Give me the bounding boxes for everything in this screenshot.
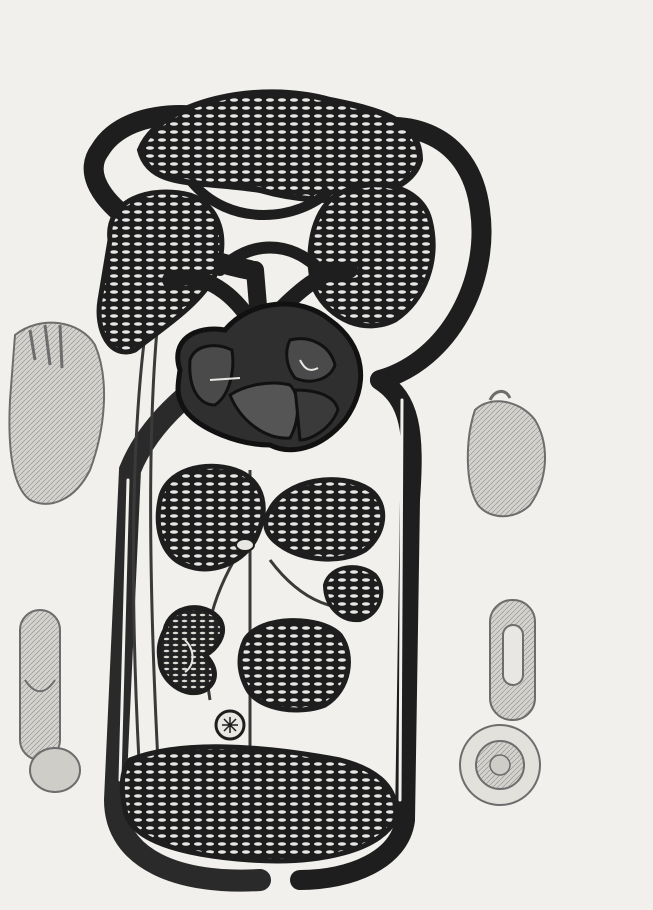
- lower-body-capillary-bed: [122, 747, 395, 861]
- right-lung-capillary-bed: [310, 185, 433, 326]
- portal-node: [236, 539, 254, 551]
- kidney: [159, 608, 222, 693]
- stomach-capillary-bed: [158, 466, 263, 569]
